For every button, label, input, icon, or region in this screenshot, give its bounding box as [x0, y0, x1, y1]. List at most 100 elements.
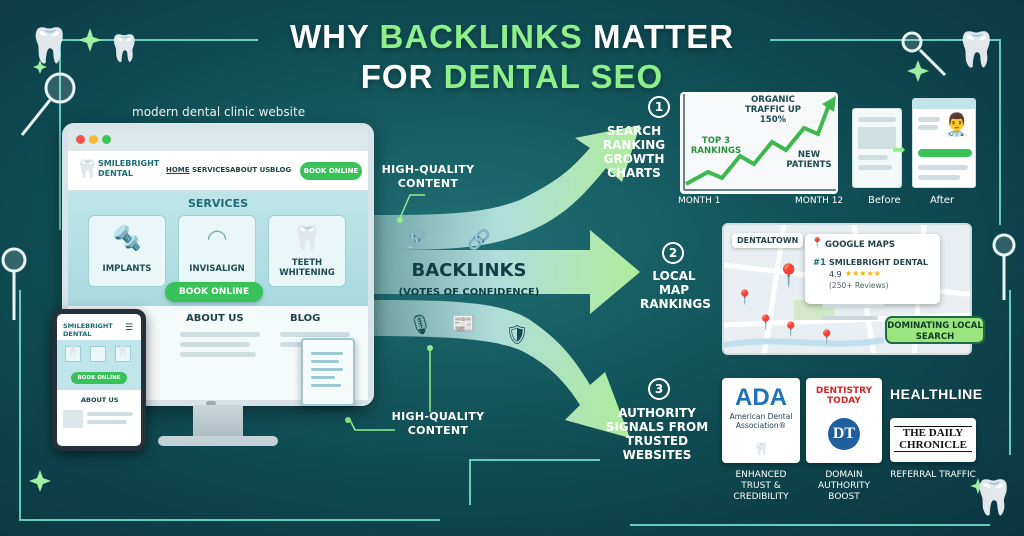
daily-chronicle-card: THE DAILY CHRONICLE [890, 418, 976, 462]
site-nav: 🦷 SMILEBRIGHT DENTAL HOME SERVICES ABOUT… [68, 151, 368, 191]
arrow-right-icon: ➡ [892, 140, 906, 159]
dental-mirror-icon [1, 31, 1016, 320]
tooth-icon: 🦷 [115, 346, 131, 362]
before-website [852, 108, 902, 188]
aligner-icon: ◠ [90, 346, 106, 362]
month-end-label: MONTH 12 [795, 196, 844, 206]
section-number-1: 1 [648, 96, 670, 118]
map-pin-icon: 📍 [736, 290, 754, 306]
tablet-mockup: SMILEBRIGHT DENTAL ☰ 🦷 ◠ 🦷 BOOK ONLINE A… [52, 309, 146, 451]
tablet-about: ABOUT US [81, 396, 119, 404]
link-icon: 🔗 [403, 228, 427, 250]
callout-content-bottom: HIGH-QUALITY CONTENT [391, 410, 485, 437]
monitor-base [158, 436, 278, 446]
implant-icon: 🔩 [112, 224, 142, 252]
section-label-maps: LOCAL MAP RANKINGS [640, 269, 711, 311]
tooth-icon: 🦷 [292, 224, 322, 252]
tablet-book-button[interactable]: BOOK ONLINE [71, 372, 127, 384]
blog-heading: BLOG [290, 313, 321, 324]
google-maps-label: GOOGLE MAPS [825, 240, 895, 250]
organic-traffic-label: ORGANIC TRAFFIC UP 150% [744, 95, 802, 125]
newspaper-icon: 📰 [452, 313, 476, 335]
nav-services[interactable]: SERVICES [192, 166, 231, 174]
text-line [87, 412, 133, 416]
link-icon: 🔗 [467, 229, 491, 251]
nav-home[interactable]: HOME [166, 166, 190, 174]
monitor-stand [193, 405, 243, 437]
service-card-invisalign[interactable]: ◠ INVISALIGN [178, 215, 256, 287]
service-label: IMPLANTS [102, 264, 152, 274]
growth-chart-svg [683, 94, 836, 191]
dominating-badge: DOMINATING LOCAL SEARCH [885, 316, 985, 344]
after-label: After [930, 195, 955, 206]
about-heading: ABOUT US [186, 313, 244, 324]
tooth-icon: 🦷 [28, 26, 71, 66]
text-line [180, 352, 256, 357]
service-card-implants[interactable]: 🔩 IMPLANTS [88, 215, 166, 287]
clinic-name: SMILEBRIGHT DENTAL [829, 258, 928, 267]
dentaltown-tag: DENTALTOWN [732, 233, 804, 248]
after-website: 👨‍⚕️ [912, 98, 976, 188]
dentist-icon: 👨‍⚕️ [943, 113, 971, 138]
page-title-line2: FOR DENTAL SEO [360, 58, 664, 95]
rank-number: #1 [813, 258, 827, 268]
tooth-icon: 🦷 [76, 159, 99, 180]
dentistry-today-card: DENTISTRY TODAY DT [806, 378, 882, 463]
power-light [206, 401, 216, 406]
tooth-icon: 🦷 [955, 30, 998, 70]
tablet-logo: SMILEBRIGHT DENTAL [63, 322, 113, 338]
before-label: Before [868, 195, 901, 206]
new-patients-label: NEW PATIENTS [786, 150, 832, 170]
dt-badge: DT [828, 418, 860, 450]
flow-arrows [360, 125, 640, 438]
close-dot [76, 135, 85, 144]
site-logo: SMILEBRIGHT DENTAL [98, 159, 160, 178]
services-book-button[interactable]: BOOK ONLINE [165, 282, 263, 302]
map-pin-icon: 📍 [782, 322, 800, 338]
arrow-to-rankings [360, 125, 640, 250]
caption-referral: REFERRAL TRAFFIC [890, 470, 976, 480]
tooth-icon: 🦷 [754, 442, 769, 456]
google-maps-card[interactable]: 📍 GOOGLE MAPS #1 SMILEBRIGHT DENTAL 4.9 … [805, 234, 940, 304]
service-card-whitening[interactable]: 🦷 TEETH WHITENING [268, 215, 346, 287]
circuit-lines [19, 39, 1011, 526]
text-line [180, 332, 260, 337]
nav-blog[interactable]: BLOG [270, 166, 292, 174]
ada-fullname: American Dental Association® [729, 412, 793, 430]
microphone-icon: 🎙 [408, 314, 433, 336]
map-pin-icon: 📍 [757, 315, 775, 331]
star-icon: ★★★★★ [845, 269, 881, 278]
nav-about[interactable]: ABOUT US [230, 166, 271, 174]
minimize-dot [89, 135, 98, 144]
section-number-3: 3 [648, 378, 670, 400]
arrow-to-maps [360, 230, 640, 314]
section-number-2: 2 [662, 242, 684, 264]
image-placeholder [63, 410, 83, 428]
service-label: TEETH WHITENING [279, 258, 335, 278]
map-pin-icon: 📍 [818, 330, 836, 346]
list-line [822, 316, 878, 320]
month-start-label: MONTH 1 [678, 196, 721, 206]
ada-card: ADA American Dental Association® 🦷 [722, 378, 800, 463]
top3-label: TOP 3 RANKINGS [690, 136, 742, 156]
caption-trust: ENHANCED TRUST & CREDIBILITY [733, 470, 789, 502]
tooth-icon: 🦷 [65, 346, 81, 362]
growth-chart: ORGANIC TRAFFIC UP 150% TOP 3 RANKINGS N… [680, 92, 838, 194]
maximize-dot [102, 135, 111, 144]
list-line [822, 304, 884, 308]
tooth-icon: 🦷 [108, 34, 141, 64]
dentistry-today-logo: DENTISTRY TODAY [815, 386, 873, 406]
book-online-button[interactable]: BOOK ONLINE [300, 162, 362, 180]
section-label-authority: AUTHORITY SIGNALS FROM TRUSTED WEBSITES [605, 406, 709, 462]
text-line [87, 420, 127, 424]
callout-content-top: HIGH-QUALITY CONTENT [381, 163, 475, 190]
growth-arrowhead [822, 96, 836, 112]
menu-icon[interactable]: ☰ [125, 323, 134, 333]
backlinks-label: BACKLINKS [411, 260, 527, 281]
map-pin-icon: 📍 [811, 238, 824, 249]
healthline-logo: HEALTHLINE [890, 386, 983, 402]
document-icon [301, 338, 355, 406]
caption-authority: DOMAIN AUTHORITY BOOST [818, 470, 870, 502]
page-title-line1: WHY BACKLINKS MATTER [289, 18, 735, 55]
